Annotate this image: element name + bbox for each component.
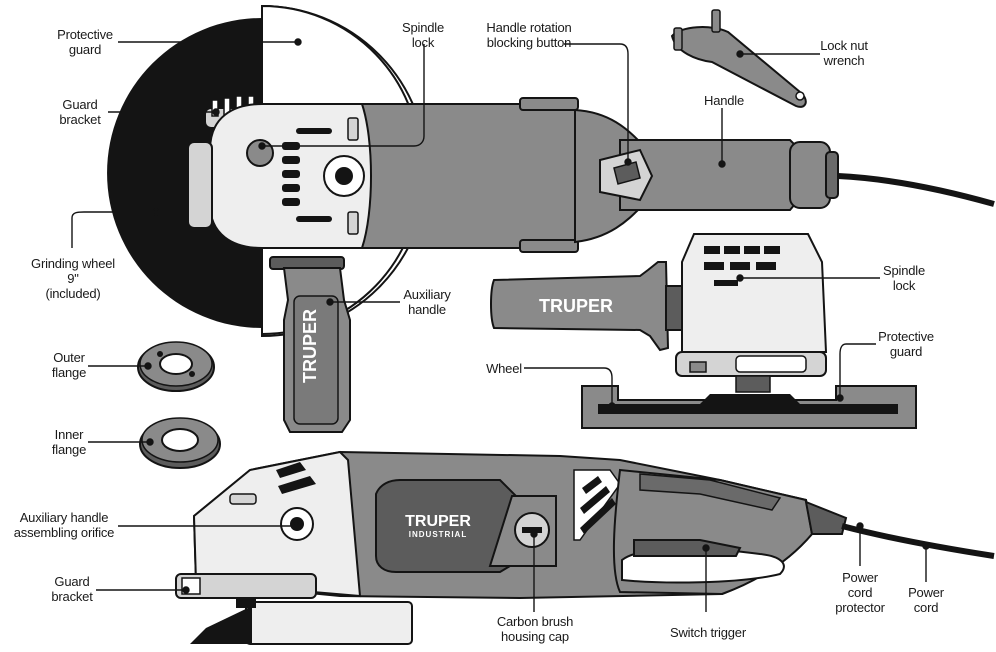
leader-lines [71,38,930,612]
inner-flange [139,417,221,469]
label-grinding-wheel: Grinding wheel 9" (included) [31,256,115,301]
label-carbon-brush-cap: Carbon brush housing cap [496,614,574,644]
protective-guard-side [581,385,917,429]
label-outer-flange: Outer flange [51,350,87,380]
auxiliary-handle-horizontal: TRUPER [490,261,685,352]
grinder-bottom-view: TRUPER INDUSTRIAL [175,450,848,645]
power-cord-top [837,173,995,207]
wheel-side [598,404,898,414]
label-handle-rotation-button: Handle rotation blocking button [486,20,572,50]
label-aux-handle-orifice: Auxiliary handle assembling orifice [13,510,115,540]
label-handle: Handle [704,93,744,108]
label-power-cord: Power cord [908,585,944,615]
grinding-wheel [107,18,262,328]
grinder-top-view [187,97,839,253]
label-protective-guard-side: Protective guard [878,329,934,359]
label-spindle-lock-side: Spindle lock [883,263,925,293]
brand-logo-side: TRUPER [405,513,471,530]
label-wheel: Wheel [486,361,522,376]
brand-sub: INDUSTRIAL [409,530,467,539]
lock-nut-wrench [670,9,807,108]
label-inner-flange: Inner flange [51,427,87,457]
switch-trigger [633,539,742,557]
label-switch-trigger: Switch trigger [670,625,746,640]
power-cord-bottom [841,523,995,559]
grinder-side-view [675,233,828,393]
label-power-cord-protector: Power cord protector [835,570,885,615]
label-lock-nut-wrench: Lock nut wrench [820,38,868,68]
label-guard-bracket-top: Guard bracket [59,97,101,127]
outer-flange [137,341,215,392]
auxiliary-handle-vertical: TRUPER [269,256,351,433]
label-protective-guard-top: Protective guard [57,27,113,57]
brand-logo-horizontal: TRUPER [539,296,613,316]
label-auxiliary-handle: Auxiliary handle [403,287,451,317]
label-guard-bracket-bottom: Guard bracket [51,574,93,604]
brand-logo-vertical: TRUPER [300,309,320,383]
label-spindle-lock-top: Spindle lock [402,20,444,50]
